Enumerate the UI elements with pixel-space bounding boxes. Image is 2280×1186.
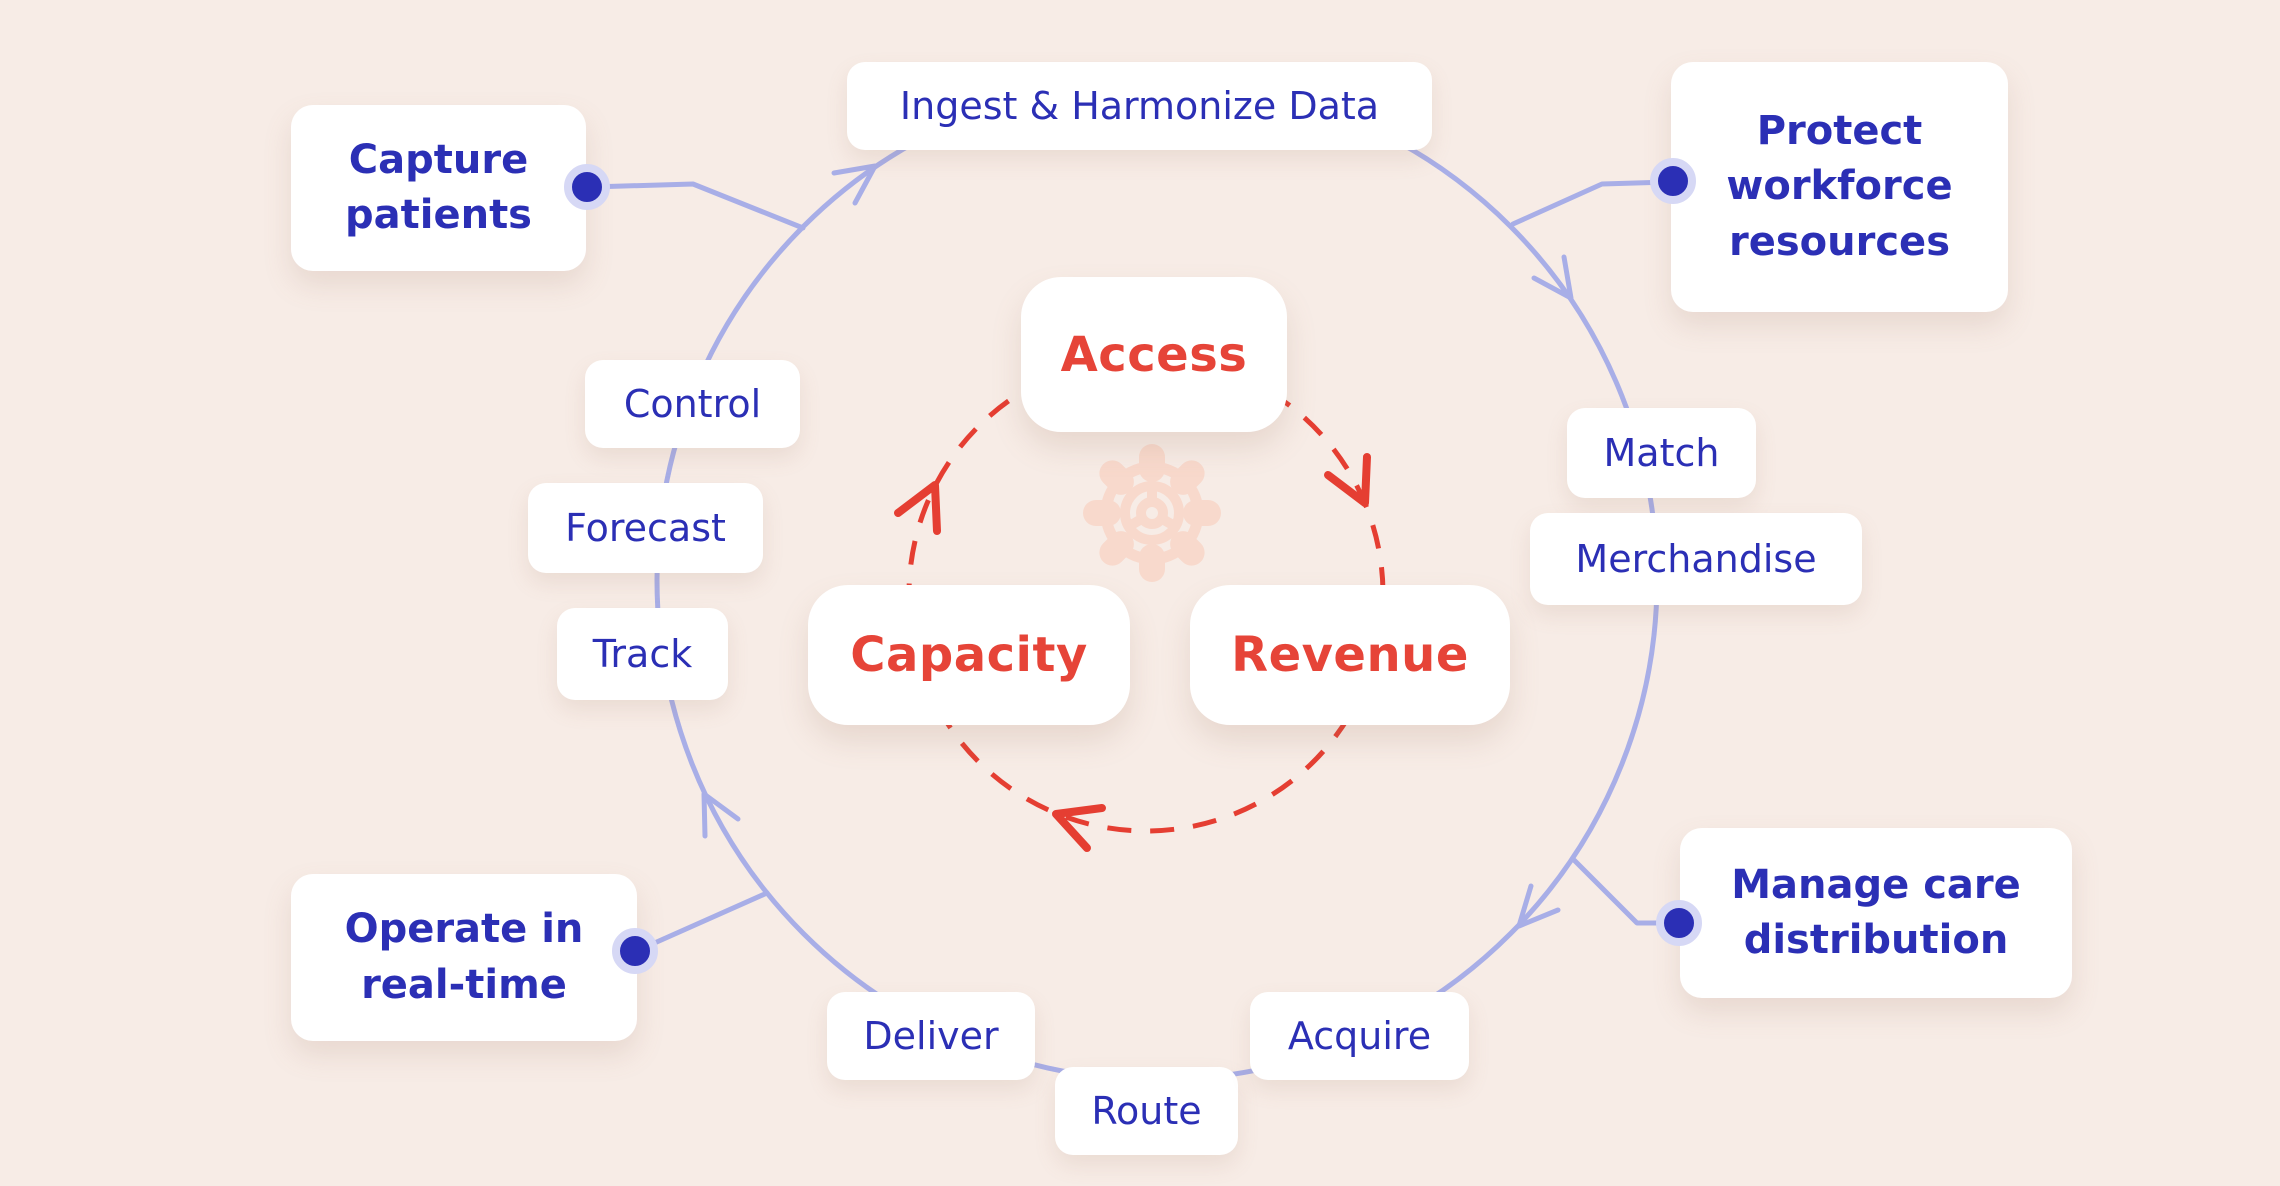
stage-match: Match <box>1567 408 1756 498</box>
outer-arrow-right-bottom-icon <box>1516 883 1561 929</box>
stage-forecast: Forecast <box>528 483 763 573</box>
stage-track: Track <box>557 608 728 700</box>
stage-acquire: Acquire <box>1250 992 1469 1080</box>
callout-protect-workforce-resources: Protect workforce resources <box>1671 62 2008 312</box>
stage-deliver: Deliver <box>827 992 1035 1080</box>
inner-arrow-left-icon <box>894 481 941 535</box>
connector-dot-capture <box>564 164 610 210</box>
connector-dot-protect <box>1650 158 1696 204</box>
outer-arrow-left-bottom-icon <box>701 791 741 839</box>
outer-arrow-top-left-icon <box>831 163 878 206</box>
stage-merchandise: Merchandise <box>1530 513 1862 605</box>
stage-control: Control <box>585 360 800 448</box>
stage-ingest-harmonize-data: Ingest & Harmonize Data <box>847 62 1432 150</box>
inner-arrow-right-icon <box>1324 453 1371 507</box>
core-revenue: Revenue <box>1190 585 1510 725</box>
callout-capture-patients: Capture patients <box>291 105 586 271</box>
gear-icon <box>1083 444 1221 582</box>
stage-route: Route <box>1055 1067 1238 1155</box>
inner-arrow-bottom-icon <box>1052 804 1106 852</box>
callout-manage-care-distribution: Manage care distribution <box>1680 828 2072 998</box>
callout-operate-in-real-time: Operate in real-time <box>291 874 637 1041</box>
core-access: Access <box>1021 277 1287 432</box>
connector-dot-manage <box>1656 900 1702 946</box>
core-capacity: Capacity <box>808 585 1130 725</box>
connector-protect <box>1510 179 1672 227</box>
outer-arrow-right-top-icon <box>1531 254 1574 301</box>
connector-dot-operate <box>612 928 658 974</box>
connector-operate <box>638 890 770 952</box>
connector-capture <box>588 181 806 231</box>
